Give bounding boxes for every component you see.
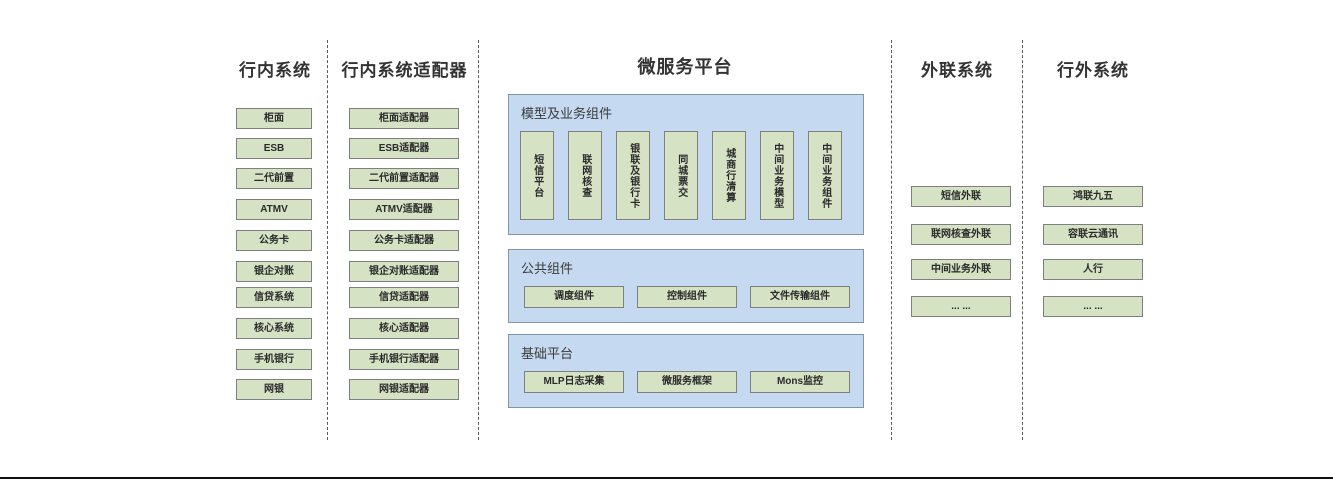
panel-title-public-components: 公共组件 [521,261,574,276]
box-public-component-2[interactable]: 控制组件 [637,286,737,308]
panel-title-model-business-components: 模型及业务组件 [521,106,613,121]
box-internal-adapter-5[interactable]: 公务卡适配器 [349,230,459,251]
column-separator-2 [478,40,479,440]
box-internal-system-3[interactable]: 二代前置 [236,168,312,189]
box-internal-adapter-1[interactable]: 柜面适配器 [349,108,459,129]
box-model-component-4[interactable]: 同城票交 [664,131,698,220]
column-separator-3 [891,40,892,440]
box-internal-system-2[interactable]: ESB [236,138,312,159]
box-outside-bank-4[interactable]: ... ... [1043,296,1143,317]
box-base-platform-1[interactable]: MLP日志采集 [524,371,624,393]
box-internal-adapter-10[interactable]: 网银适配器 [349,379,459,400]
column-separator-1 [327,40,328,440]
panel-title-base-platform: 基础平台 [521,346,574,361]
box-internal-adapter-9[interactable]: 手机银行适配器 [349,349,459,370]
box-internal-adapter-6[interactable]: 银企对账适配器 [349,261,459,282]
box-outside-bank-3[interactable]: 人行 [1043,259,1143,280]
box-base-platform-2[interactable]: 微服务框架 [637,371,737,393]
bottom-divider [0,477,1333,479]
box-internal-system-6[interactable]: 银企对账 [236,261,312,282]
box-internal-adapter-4[interactable]: ATMV适配器 [349,199,459,220]
box-internal-system-1[interactable]: 柜面 [236,108,312,129]
box-base-platform-3[interactable]: Mons监控 [750,371,850,393]
box-internal-adapter-3[interactable]: 二代前置适配器 [349,168,459,189]
column-title-external-link-systems: 外联系统 [921,61,993,80]
box-external-link-3[interactable]: 中间业务外联 [911,259,1011,280]
box-internal-adapter-2[interactable]: ESB适配器 [349,138,459,159]
column-title-microservice-platform: 微服务平台 [637,57,733,77]
box-internal-system-4[interactable]: ATMV [236,199,312,220]
column-title-internal-systems: 行内系统 [239,61,311,80]
column-title-outside-bank-systems: 行外系统 [1057,61,1129,80]
box-external-link-4[interactable]: ... ... [911,296,1011,317]
box-external-link-2[interactable]: 联网核查外联 [911,224,1011,245]
box-outside-bank-2[interactable]: 容联云通讯 [1043,224,1143,245]
box-public-component-1[interactable]: 调度组件 [524,286,624,308]
column-separator-4 [1022,40,1023,440]
box-model-component-1[interactable]: 短信平台 [520,131,554,220]
box-model-component-5[interactable]: 城商行清算 [712,131,746,220]
box-model-component-3[interactable]: 银联及银行卡 [616,131,650,220]
column-title-internal-adapters: 行内系统适配器 [341,61,468,80]
box-model-component-6[interactable]: 中间业务模型 [760,131,794,220]
box-public-component-3[interactable]: 文件传输组件 [750,286,850,308]
box-internal-system-5[interactable]: 公务卡 [236,230,312,251]
box-internal-system-10[interactable]: 网银 [236,379,312,400]
box-outside-bank-1[interactable]: 鸿联九五 [1043,186,1143,207]
box-model-component-7[interactable]: 中间业务组件 [808,131,842,220]
box-internal-adapter-8[interactable]: 核心适配器 [349,318,459,339]
box-internal-system-7[interactable]: 信贷系统 [236,287,312,308]
box-internal-system-9[interactable]: 手机银行 [236,349,312,370]
box-internal-adapter-7[interactable]: 信贷适配器 [349,287,459,308]
box-internal-system-8[interactable]: 核心系统 [236,318,312,339]
box-external-link-1[interactable]: 短信外联 [911,186,1011,207]
box-model-component-2[interactable]: 联网核查 [568,131,602,220]
